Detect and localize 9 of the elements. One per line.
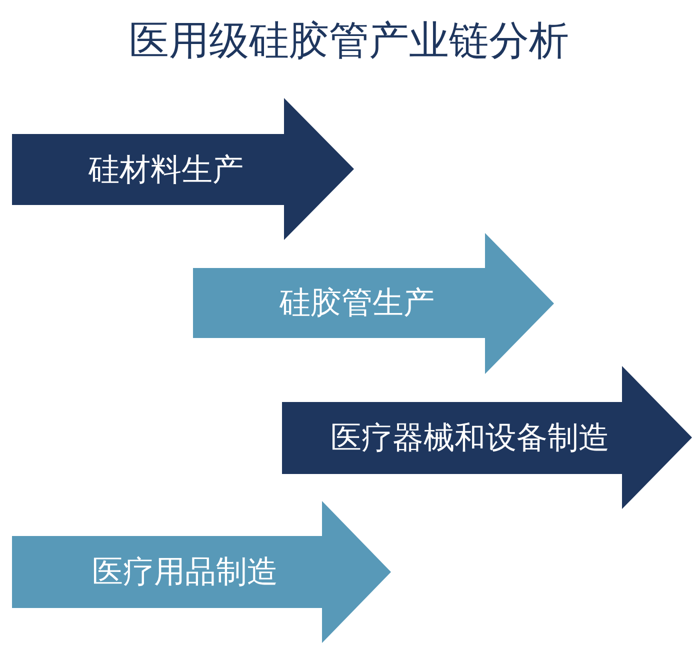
arrow-shape xyxy=(12,98,354,240)
step-label: 硅胶管生产 xyxy=(280,285,434,321)
arrow-shape xyxy=(193,233,554,374)
arrow-shape xyxy=(12,501,391,643)
step-label: 医疗器械和设备制造 xyxy=(330,420,610,456)
title: 医用级硅胶管产业链分析 xyxy=(129,18,569,64)
arrow-shape xyxy=(282,366,692,509)
step-label: 硅材料生产 xyxy=(88,152,244,188)
step-label: 医疗用品制造 xyxy=(92,554,278,590)
